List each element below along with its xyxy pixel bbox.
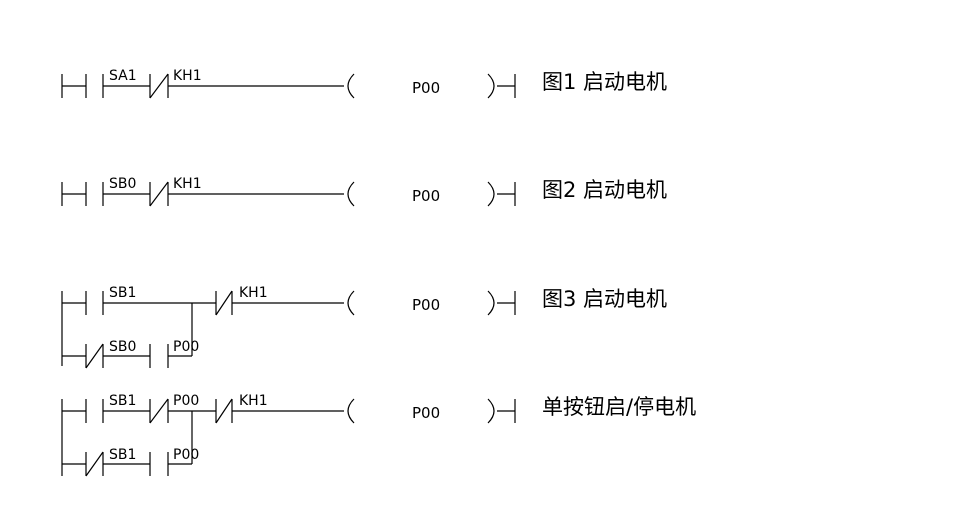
coil-label: P00 [412,79,440,97]
coil-label: P00 [412,404,440,422]
contact-label: SB1 [109,285,136,301]
coil [347,290,516,316]
contact-label: KH1 [239,285,268,301]
contact-no [85,182,150,206]
contact-no [85,291,216,315]
coil-label: P00 [412,187,440,205]
coil [347,181,516,207]
contact-nc [215,290,344,316]
contact-no [85,74,150,98]
contact-label: KH1 [173,176,202,192]
contact-label: SB1 [109,393,136,409]
contact-nc [85,451,150,477]
contact-nc [215,398,344,424]
left-rail [61,74,86,98]
contact-nc [149,181,344,207]
contact-label: KH1 [239,393,268,409]
rung-4: SB1 P00 KH1 SB1 P [61,393,696,477]
coil [347,73,516,99]
left-rail [61,399,86,476]
contact-label: P00 [173,393,199,409]
contact-nc [149,73,344,99]
left-rail [61,182,86,206]
contact-label: KH1 [173,68,202,84]
contact-label: SA1 [109,68,137,84]
rung-3: SB1 KH1 SB0 P00 P00 [61,285,667,369]
rung-1: SA1 KH1 P00 图1 启动电机 [61,68,667,99]
left-rail [61,291,86,366]
contact-label: SB0 [109,339,136,355]
contact-no [149,411,193,476]
coil-label: P00 [412,296,440,314]
contact-label: P00 [173,447,199,463]
contact-label: SB1 [109,447,136,463]
rung-caption: 图2 启动电机 [542,178,667,202]
rung-caption: 图1 启动电机 [542,70,667,94]
rung-2: SB0 KH1 P00 图2 启动电机 [61,176,667,207]
coil [347,398,516,424]
contact-label: P00 [173,339,199,355]
contact-nc [85,343,150,369]
contact-label: SB0 [109,176,136,192]
contact-no [149,303,193,368]
contact-no [85,399,150,423]
rung-caption: 单按钮启/停电机 [542,395,696,419]
rung-caption: 图3 启动电机 [542,287,667,311]
